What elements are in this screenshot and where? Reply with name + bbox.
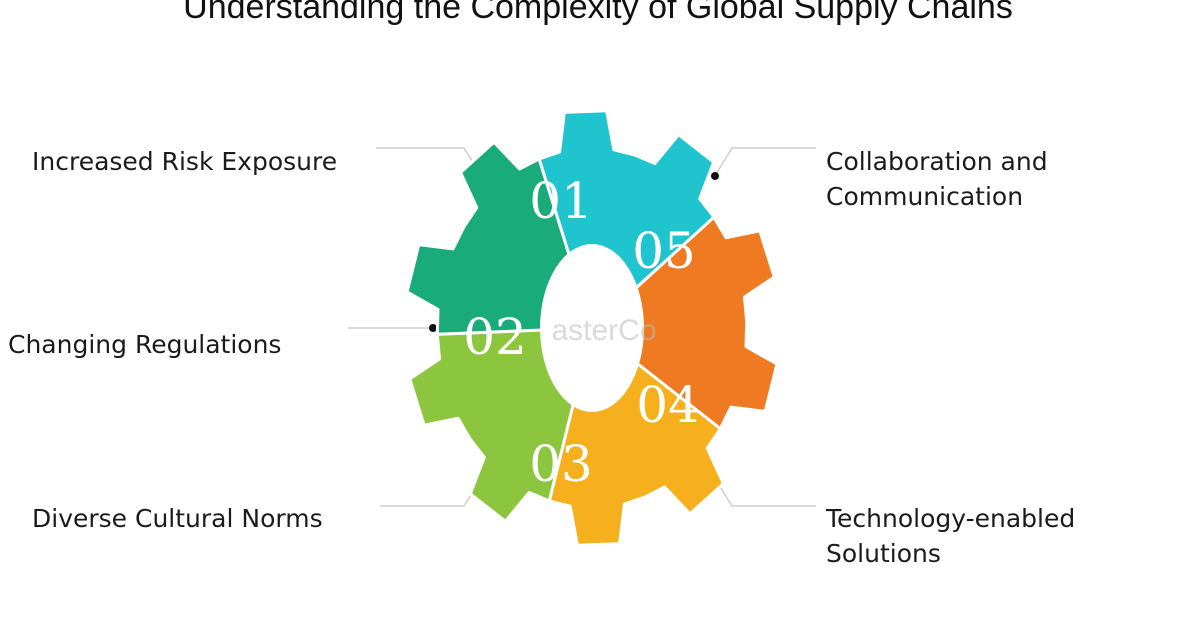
label-technology-enabled-solutions: Technology-enabled Solutions [826,501,1075,571]
page-title: Understanding the Complexity of Global S… [183,0,1013,26]
connector-05 [715,147,816,175]
gear-hub [540,244,644,412]
label-line: Communication [826,182,1024,211]
label-line: Collaboration and [826,147,1048,176]
connector-dot-05 [711,172,719,180]
connector-03 [380,479,481,507]
label-line: Solutions [826,539,941,568]
label-changing-regulations: Changing Regulations [8,327,281,362]
connector-04 [715,479,816,507]
label-diverse-cultural-norms: Diverse Cultural Norms [32,501,323,536]
label-line: Increased Risk Exposure [32,147,338,176]
connector-dot-02 [429,324,437,332]
segment-number-02: 02 [463,308,527,366]
segment-number-01: 01 [529,172,593,230]
label-line: Changing Regulations [8,330,282,359]
segment-number-03: 03 [529,435,593,493]
label-line: Diverse Cultural Norms [32,504,323,533]
label-increased-risk-exposure: Increased Risk Exposure [32,144,337,179]
label-collaboration-and-communication: Collaboration and Communication [826,144,1048,214]
segment-number-04: 04 [636,376,700,434]
segment-number-05: 05 [632,222,696,280]
watermark-text: asterCo [551,314,656,347]
label-line: Technology-enabled [826,504,1076,533]
